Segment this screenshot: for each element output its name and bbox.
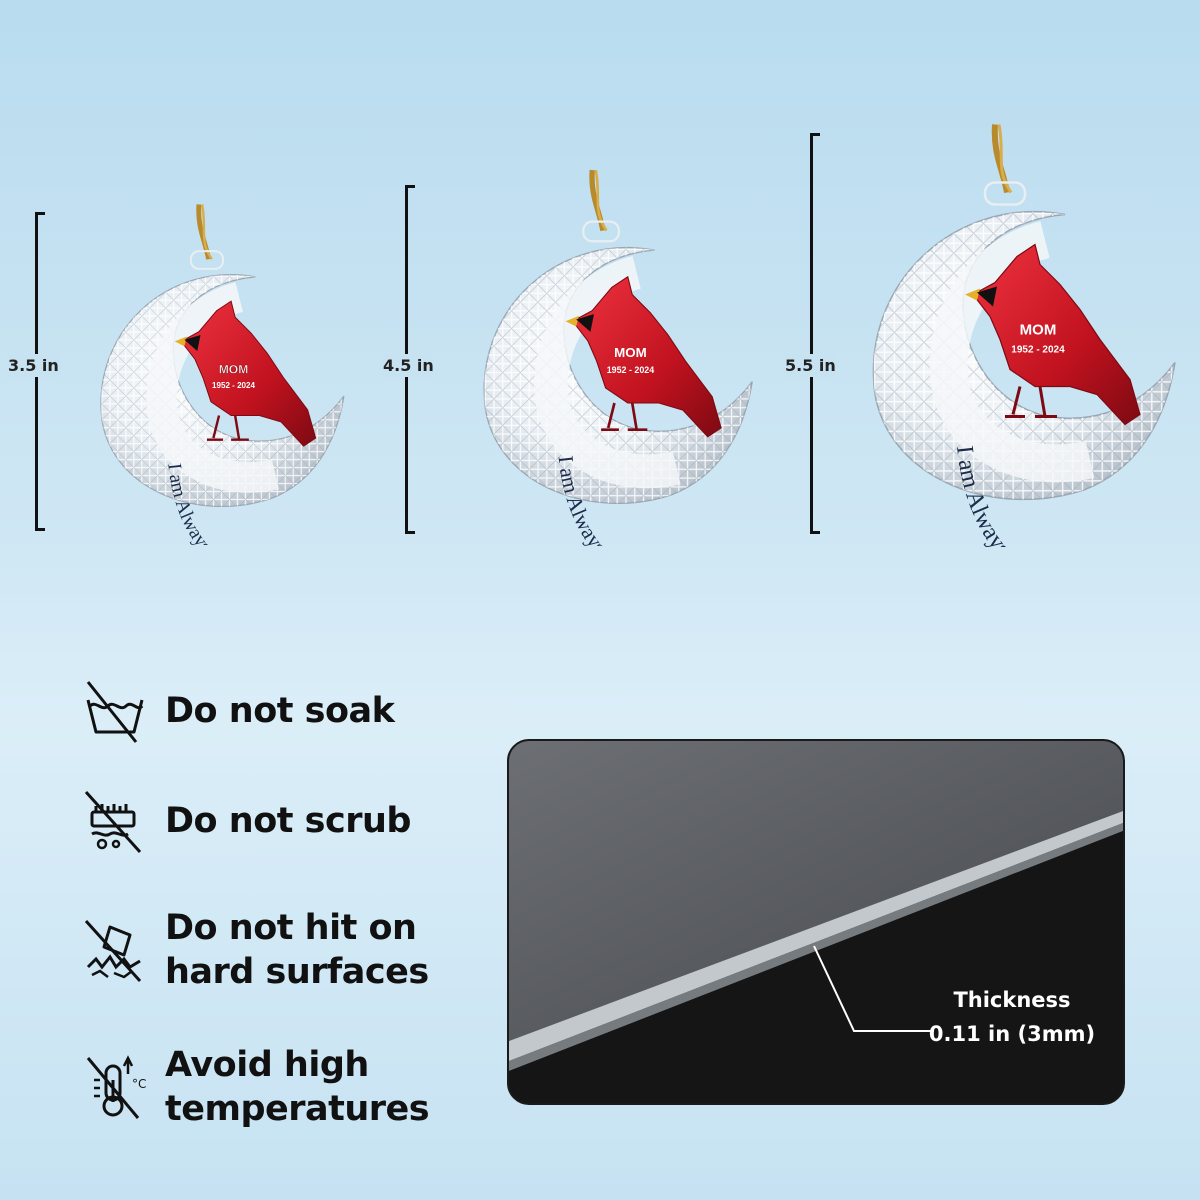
thickness-value: 0.11 in (3mm) xyxy=(928,1022,1096,1046)
dimension-bar xyxy=(810,133,820,534)
svg-text:1952 - 2024: 1952 - 2024 xyxy=(607,365,654,375)
care-text: Avoid high temperatures xyxy=(165,1045,430,1129)
no-hit-icon xyxy=(84,919,142,983)
svg-text:MOM: MOM xyxy=(219,363,249,377)
care-text: Do not soak xyxy=(165,691,395,731)
care-text: Do not scrub xyxy=(165,801,411,841)
ornament-image: MOM 1952 - 2024 I am Always with you xyxy=(100,204,345,545)
size-option-small: 3.5 in MOM 1952 - 2024 I am Always with … xyxy=(0,0,380,560)
svg-text:1952 - 2024: 1952 - 2024 xyxy=(212,381,255,390)
size-option-medium: 4.5 in MOM 1952 - 2024 I am Always with … xyxy=(380,0,780,560)
cardinal-icon xyxy=(965,243,1141,426)
care-item-no-scrub: Do not scrub xyxy=(80,786,411,856)
svg-text:MOM: MOM xyxy=(614,345,647,360)
care-text: Do not hit on hard surfaces xyxy=(165,908,429,992)
svg-text:MOM: MOM xyxy=(1020,322,1057,339)
ornament-image: MOM 1952 - 2024 I am Always with you xyxy=(483,169,753,546)
no-scrub-icon xyxy=(84,790,142,854)
no-soak-icon xyxy=(86,681,144,743)
ornament-image: MOM 1952 - 2024 I am Always with you xyxy=(872,124,1176,547)
care-item-no-hit: Do not hit on hard surfaces xyxy=(80,906,429,994)
care-item-no-soak: Do not soak xyxy=(80,676,395,746)
cardinal-icon xyxy=(174,300,317,447)
size-label: 5.5 in xyxy=(785,354,836,377)
thickness-label: Thickness 0.11 in (3mm) xyxy=(917,983,1107,1051)
svg-text:1952 - 2024: 1952 - 2024 xyxy=(1011,345,1065,356)
care-item-no-heat: °C Avoid high temperatures xyxy=(80,1043,430,1131)
size-option-large: 5.5 in MOM 1952 - 2024 I am Always with … xyxy=(780,0,1200,560)
no-heat-icon: °C xyxy=(86,1055,146,1119)
thickness-photo: Thickness 0.11 in (3mm) xyxy=(507,739,1125,1105)
acrylic-edge-image xyxy=(509,741,1123,1103)
size-label: 3.5 in xyxy=(8,354,59,377)
thickness-title: Thickness xyxy=(953,988,1071,1012)
cardinal-icon xyxy=(565,275,722,438)
size-label: 4.5 in xyxy=(383,354,434,377)
svg-text:°C: °C xyxy=(132,1077,146,1091)
